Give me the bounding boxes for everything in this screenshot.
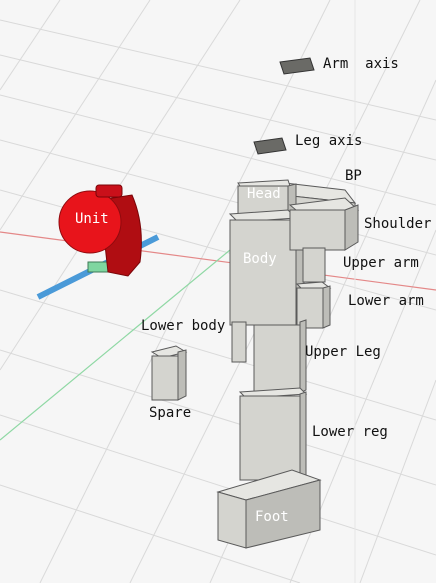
label-lower-arm: Lower arm: [348, 293, 424, 309]
lower-leg-part[interactable]: [238, 387, 308, 481]
label-upper-leg: Upper Leg: [305, 344, 381, 360]
unit-part[interactable]: [36, 184, 160, 300]
label-shoulder: Shoulder: [364, 216, 432, 232]
y-axis-line: [0, 249, 231, 441]
label-head: Head: [247, 186, 281, 202]
lower-body-part[interactable]: [231, 321, 247, 363]
label-body: Body: [243, 251, 277, 267]
label-spare: Spare: [149, 405, 192, 421]
leg-axis-part[interactable]: [253, 137, 287, 155]
upper-leg-part[interactable]: [253, 319, 307, 394]
label-foot: Foot: [255, 509, 289, 525]
spare-part[interactable]: [150, 345, 188, 401]
upper-arm-part[interactable]: [302, 247, 326, 283]
arm-axis-part[interactable]: [279, 57, 315, 75]
label-leg-axis: Leg axis: [295, 133, 363, 149]
label-bp: BP: [345, 168, 362, 184]
label-unit: Unit: [75, 211, 109, 227]
label-lower-reg: Lower reg: [312, 424, 388, 440]
label-lower-body: Lower body: [141, 318, 226, 334]
foot-part[interactable]: [216, 469, 322, 549]
label-arm-axis: Arm axis: [323, 56, 399, 72]
label-upper-arm: Upper arm: [343, 255, 419, 271]
shoulder-part[interactable]: [288, 197, 360, 251]
